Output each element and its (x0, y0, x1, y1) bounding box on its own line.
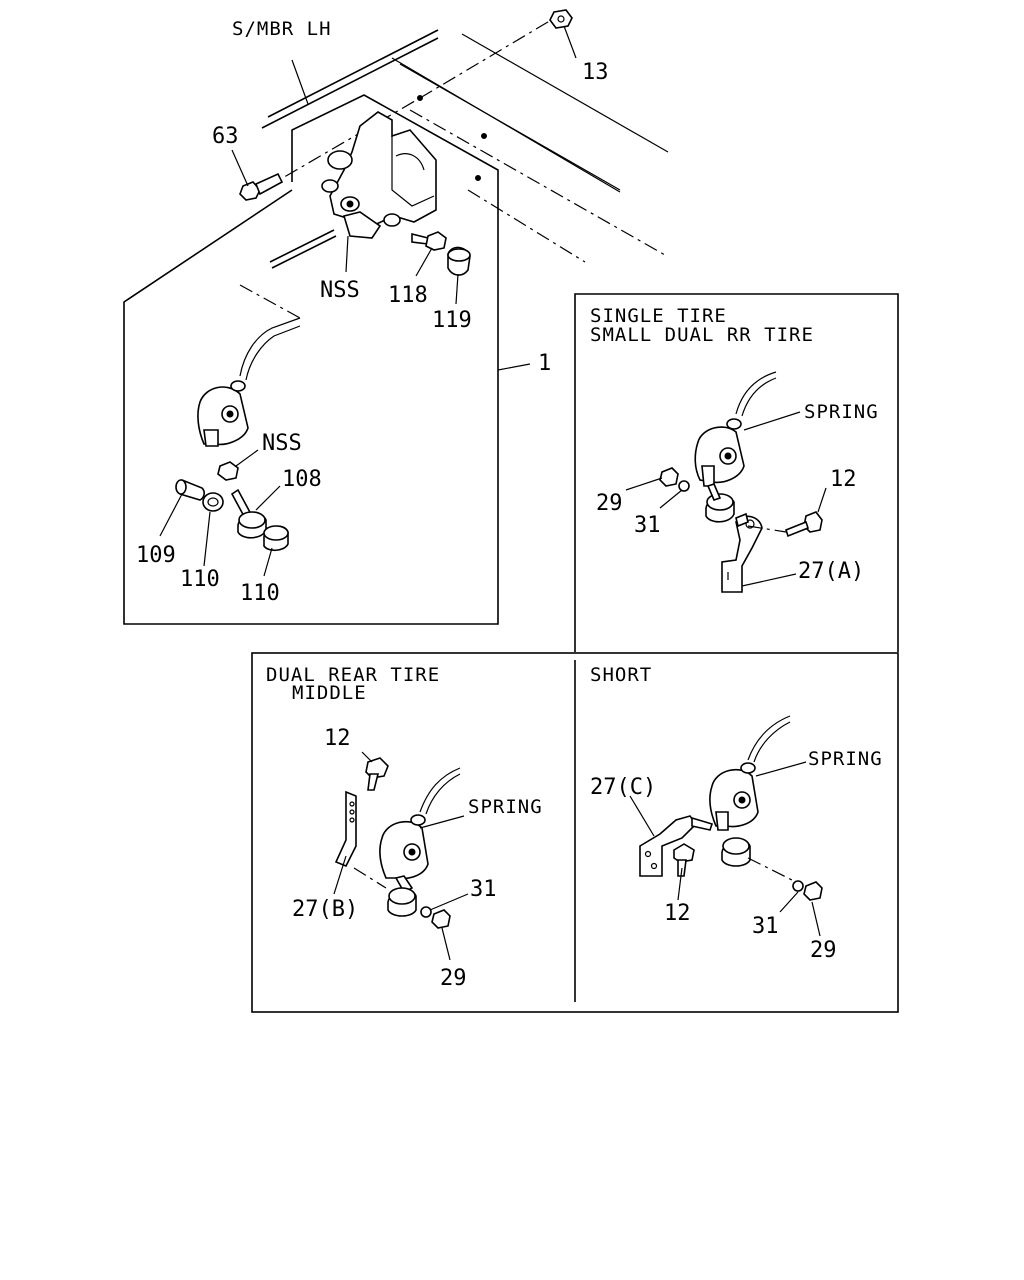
short-title: SHORT (590, 664, 652, 686)
dual-callout-31: 31 (470, 877, 497, 902)
dual-rear-title-2: MIDDLE (292, 682, 367, 704)
single-callout-12: 12 (830, 467, 857, 492)
callout-nss-lower: NSS (262, 431, 302, 456)
callout-109: 109 (136, 543, 176, 568)
washer-110-left (202, 492, 224, 512)
single-callout-29: 29 (596, 491, 623, 516)
frame-member-caption: S/MBR LH (232, 18, 332, 40)
short-callout-12: 12 (664, 901, 691, 926)
assembly-outline (123, 94, 499, 625)
panel-dual-and-short (251, 652, 899, 1013)
callout-108: 108 (282, 467, 322, 492)
nut-nss-lower (217, 461, 239, 481)
centerlines (239, 15, 666, 319)
main-leaders (159, 25, 577, 577)
bolt-63 (239, 172, 284, 201)
single-tire-title-2: SMALL DUAL RR TIRE (590, 324, 814, 346)
washer-110-right (263, 525, 289, 552)
callout-119: 119 (432, 308, 472, 333)
short-callout-31: 31 (752, 914, 779, 939)
frame-member (261, 29, 669, 193)
callout-1: 1 (538, 351, 551, 376)
panel-single-tire (574, 293, 899, 652)
nut-13 (549, 9, 573, 29)
labels: S/MBR LH 13 63 NSS 118 119 1 NSS 108 109… (136, 18, 883, 991)
dual-callout-27b: 27(B) (292, 897, 358, 922)
height-sensor-upper (269, 95, 487, 269)
dual-rear-drawing (333, 751, 469, 961)
cap-119 (447, 246, 471, 276)
dual-callout-spring: SPRING (468, 796, 543, 818)
short-callout-27c: 27(C) (590, 775, 656, 800)
bolt-118 (411, 231, 447, 251)
dual-callout-29: 29 (440, 966, 467, 991)
dual-rear-title-1: DUAL REAR TIRE (266, 664, 440, 686)
pin-109 (175, 479, 205, 501)
callout-63: 63 (212, 124, 239, 149)
short-drawing (629, 715, 823, 937)
callout-118: 118 (388, 283, 428, 308)
single-tire-title-1: SINGLE TIRE (590, 305, 727, 327)
stud-108 (230, 488, 267, 539)
single-callout-31: 31 (634, 513, 661, 538)
callout-110-right: 110 (240, 581, 280, 606)
callout-110-left: 110 (180, 567, 220, 592)
single-callout-spring: SPRING (804, 401, 879, 423)
height-sensor-lower (197, 317, 301, 447)
short-callout-29: 29 (810, 938, 837, 963)
dual-callout-12: 12 (324, 726, 351, 751)
callout-13: 13 (582, 60, 609, 85)
short-callout-spring: SPRING (808, 748, 883, 770)
callout-nss-upper: NSS (320, 278, 360, 303)
single-callout-27a: 27(A) (798, 559, 864, 584)
